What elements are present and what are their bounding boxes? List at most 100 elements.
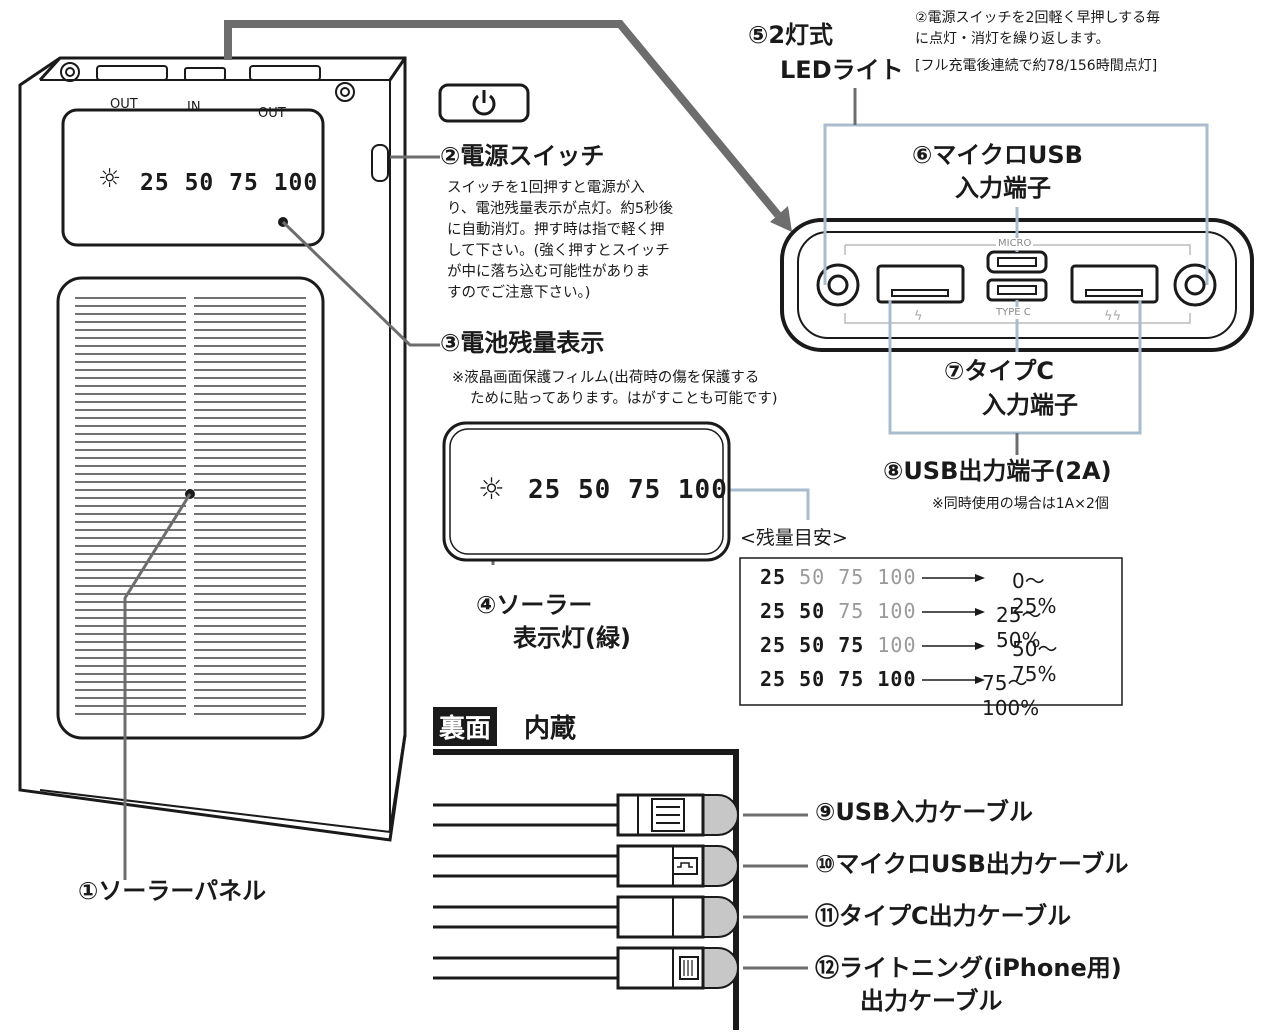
closeup-digit-50: 50 [577, 475, 612, 505]
battery-display-note: ※液晶画面保護フィルム(出荷時の傷を保護する ために貼ってあります。はがすことも… [452, 370, 778, 407]
power-bank-body [18, 56, 407, 842]
micro-port-label: MICRO [996, 238, 1034, 250]
legend-digit: 75 [838, 667, 878, 691]
cable-1 [433, 793, 808, 837]
legend-row: 25 50 75 100 50〜75% [760, 633, 1057, 686]
legend-range: 50〜75% [1012, 637, 1058, 686]
port-label-in: IN [187, 100, 201, 115]
legend-digits: 25 50 75 100 [760, 633, 917, 657]
cable-part [699, 794, 739, 836]
legend-row: 25 50 75 100 25〜50% [760, 599, 1041, 652]
usb-out-note: ※同時使用の場合は1A×2個 [932, 496, 1109, 512]
gray-leader-lines [853, 88, 1019, 455]
cable-4 [433, 946, 808, 990]
legend-digit: 25 [760, 633, 800, 657]
label-usb-input-cable: ⑨USB入力ケーブル [815, 798, 1033, 826]
legend-digit: 100 [877, 599, 917, 623]
cable-part [677, 862, 693, 868]
legend-row: 25 50 75 100 0〜25% [760, 565, 1056, 618]
cable-part [699, 845, 739, 887]
legend-digit: 75 [838, 565, 878, 589]
legend-digit: 100 [877, 633, 917, 657]
legend-digit: 100 [877, 565, 917, 589]
legend-arrow-head [975, 608, 985, 616]
legend-digit: 50 [799, 599, 839, 623]
legend-arrows [922, 574, 985, 684]
cable-3 [433, 895, 808, 939]
cable-2 [433, 844, 808, 888]
legend-digit: 75 [838, 633, 878, 657]
legend-digit: 100 [877, 667, 917, 691]
power-switch-desc: スイッチを1回押すと電源が入 り、電池残量表示が点灯。約5秒後 に自動消灯。押す… [447, 180, 674, 301]
label-micro-usb-in-sub: 入力端子 [955, 174, 1051, 202]
legend-row: 25 50 75 100 75〜100% [760, 667, 1039, 720]
label-battery-display: ③電池残量表示 [440, 329, 605, 357]
label-micro-usb-output-cable: ⑩マイクロUSB出力ケーブル [815, 850, 1129, 878]
legend-digits: 25 50 75 100 [760, 565, 917, 589]
closeup-digit-25: 25 [528, 475, 562, 505]
closeup-sun-icon: ☼ [478, 472, 505, 507]
power-icon [472, 90, 496, 116]
closeup-lcd-digits: 25 50 75 100 [528, 475, 728, 506]
back-compartment [433, 749, 739, 1030]
led-note: ②電源スイッチを2回軽く早押しする毎 に点灯・消灯を繰り返します。 [フル充電後… [915, 10, 1161, 74]
lightning-icon-right: ϟϟ [1104, 309, 1122, 324]
cable-part [651, 798, 685, 832]
port-label-out-right: OUT [258, 106, 286, 121]
sun-icon: ☼ [98, 164, 122, 194]
cable-part [616, 946, 705, 990]
label-lightning-output-cable-sub: 出力ケーブル [860, 987, 1003, 1015]
top-ports [60, 62, 355, 102]
device-lcd-digits: 25 50 75 100 [140, 170, 318, 196]
back-title: 内蔵 [524, 714, 577, 744]
legend-digits: 25 50 75 100 [760, 667, 917, 691]
lcd-digit-25: 25 [140, 170, 170, 196]
legend-digit: 25 [760, 565, 800, 589]
label-led-light: ⑤2灯式 [748, 21, 834, 49]
port-arrow-head [770, 206, 792, 232]
cable-part [616, 895, 705, 939]
back-tag: 裏面 [433, 707, 498, 746]
label-typec-in-sub: 入力端子 [982, 391, 1078, 419]
label-usb-out: ⑧USB出力端子(2A) [883, 457, 1112, 485]
cables [433, 793, 808, 990]
lightning-icon-left: ϟ [914, 309, 923, 324]
legend-arrow-head [975, 676, 985, 684]
legend-range: 25〜50% [996, 603, 1042, 652]
port-arrow [224, 20, 782, 218]
legend-digits: 25 50 75 100 [760, 599, 917, 623]
legend-digit: 50 [799, 667, 839, 691]
legend-digit: 25 [760, 599, 800, 623]
label-solar-indicator-sub: 表示灯(緑) [513, 624, 631, 652]
legend-range: 75〜100% [982, 671, 1040, 720]
cable-part [699, 896, 739, 938]
typec-port-label: TYPE C [994, 307, 1033, 319]
blue-leader-lines [715, 123, 1209, 520]
legend-digit: 50 [799, 565, 839, 589]
legend-range: 0〜25% [1012, 569, 1057, 618]
cable-part [616, 844, 705, 888]
side-power-button-icon [371, 144, 389, 182]
legend-digit: 25 [760, 667, 800, 691]
legend-digit: 50 [799, 633, 839, 657]
label-power-switch: ②電源スイッチ [440, 142, 605, 170]
label-typec-output-cable: ⑪タイプC出力ケーブル [815, 902, 1072, 930]
label-micro-usb-in: ⑥マイクロUSB [912, 141, 1083, 169]
lcd-digit-100: 100 [273, 170, 319, 196]
legend-title: <残量目安> [740, 527, 848, 549]
label-lightning-output-cable: ⑫ライトニング(iPhone用) [815, 954, 1122, 982]
label-led-light-sub: LEDライト [780, 56, 904, 84]
label-typec-in: ⑦タイプC [944, 357, 1054, 385]
cable-part [699, 947, 739, 989]
closeup-digit-75: 75 [627, 475, 662, 505]
legend-arrow-head [975, 642, 985, 650]
label-solar-panel: ①ソーラーパネル [78, 877, 267, 905]
legend-arrow-head [975, 574, 985, 582]
label-solar-indicator: ④ソーラー [476, 591, 593, 619]
lcd-digit-75: 75 [229, 170, 259, 196]
closeup-digit-100: 100 [677, 475, 728, 505]
lcd-digit-50: 50 [184, 170, 215, 196]
port-label-out-left: OUT [110, 97, 138, 112]
cable-part [679, 956, 699, 980]
